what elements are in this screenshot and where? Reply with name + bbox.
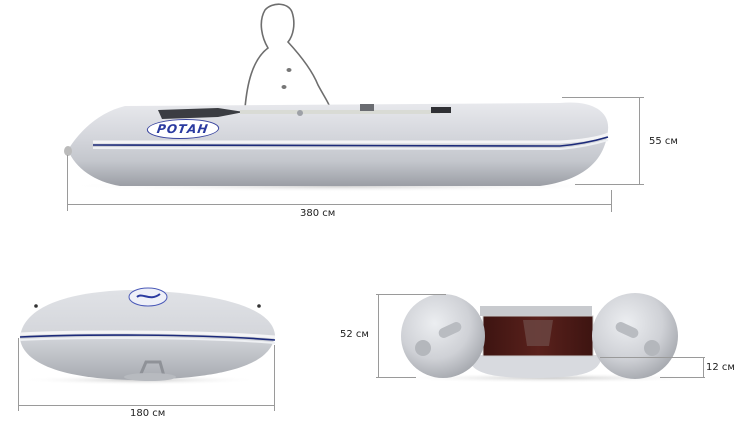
clearance-ext-bottom	[660, 377, 705, 378]
length-ext-left	[67, 155, 68, 211]
height-ext-top	[562, 97, 644, 98]
clearance-label: 12 см	[706, 362, 735, 373]
rear-height-label: 52 см	[340, 329, 369, 340]
rear-height-dimension-line	[378, 294, 379, 378]
length-label: 380 см	[300, 208, 336, 219]
height-ext-bottom	[575, 184, 644, 185]
width-ext-left	[18, 338, 19, 411]
width-ext-right	[274, 345, 275, 411]
height-dimension-line	[639, 97, 640, 185]
rear-height-ext-top	[376, 294, 446, 295]
length-ext-right	[611, 190, 612, 212]
height-label: 55 см	[649, 136, 678, 147]
width-dimension-line	[18, 405, 275, 406]
clearance-dimension-line	[703, 357, 704, 378]
clearance-ext-top	[600, 357, 705, 358]
width-label: 180 см	[130, 408, 166, 419]
rear-height-ext-bottom	[376, 377, 416, 378]
length-dimension-line	[67, 204, 612, 205]
